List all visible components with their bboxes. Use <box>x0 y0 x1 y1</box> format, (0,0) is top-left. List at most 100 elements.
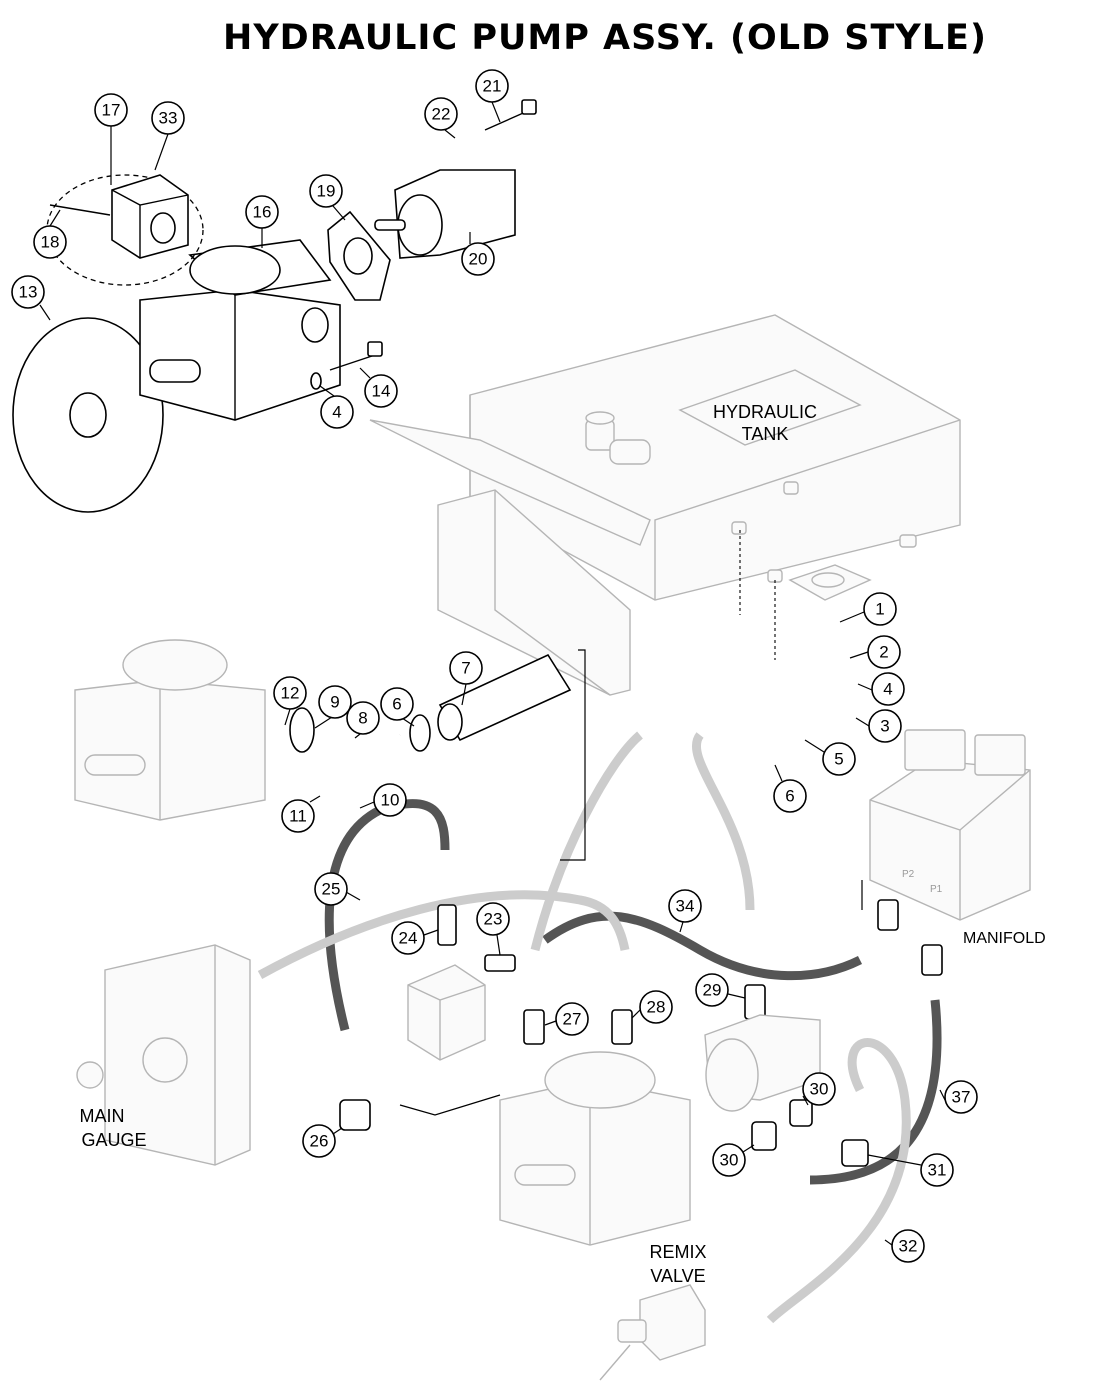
main-gauge-panel <box>76 944 251 1166</box>
svg-text:24: 24 <box>399 929 418 948</box>
pump-ghost-bottom <box>499 1051 691 1246</box>
gear-pump-top <box>374 169 516 259</box>
callout-6b: 6 <box>773 764 807 813</box>
svg-text:2: 2 <box>879 643 888 662</box>
callout-18: 18 <box>33 209 67 259</box>
callout-37: 37 <box>939 1080 978 1114</box>
callout-13: 13 <box>11 275 51 321</box>
hose-25 <box>324 799 450 1032</box>
svg-text:9: 9 <box>330 693 339 712</box>
callout-31: 31 <box>867 1153 954 1187</box>
callout-6a: 6 <box>380 687 415 727</box>
remix-valve-label-line1: REMIX <box>649 1242 706 1262</box>
gauge-hose <box>257 890 630 979</box>
svg-text:37: 37 <box>952 1088 971 1107</box>
port-p1-label: P1 <box>930 884 943 895</box>
svg-text:6: 6 <box>785 787 794 806</box>
callout-30b: 30 <box>712 1143 755 1177</box>
callout-5: 5 <box>804 739 856 776</box>
fitting-30a <box>789 1099 813 1127</box>
svg-text:29: 29 <box>703 981 722 1000</box>
diagram-title: HYDRAULIC PUMP ASSY. (OLD STYLE) <box>223 18 987 58</box>
manifold-label: MANIFOLD <box>963 930 1046 947</box>
fitting-28 <box>611 1009 633 1045</box>
callout-1: 1 <box>839 592 897 626</box>
pump-body <box>139 239 341 421</box>
hydraulic-tank <box>369 314 961 696</box>
svg-text:4: 4 <box>332 403 341 422</box>
svg-text:17: 17 <box>102 101 121 120</box>
svg-text:33: 33 <box>159 109 178 128</box>
svg-text:11: 11 <box>289 807 307 826</box>
callout-14: 14 <box>359 367 398 408</box>
clamp-6 <box>409 714 431 752</box>
callout-16: 16 <box>245 195 279 248</box>
hose-7 <box>437 653 572 742</box>
svg-text:21: 21 <box>483 77 502 96</box>
hose-34 <box>542 911 863 981</box>
svg-text:16: 16 <box>253 203 272 222</box>
callout-9: 9 <box>314 685 352 729</box>
svg-text:12: 12 <box>281 684 300 703</box>
svg-text:19: 19 <box>317 182 336 201</box>
callout-34: 34 <box>668 889 702 933</box>
gear-pump-ghost <box>704 1014 821 1112</box>
return-hose-right <box>691 732 755 911</box>
fitting-30b <box>751 1121 777 1151</box>
svg-text:34: 34 <box>676 897 695 916</box>
manifold-fitting-a <box>877 899 899 931</box>
callout-4a: 4 <box>319 385 354 429</box>
svg-text:14: 14 <box>372 382 391 401</box>
main-gauge-label-line2: GAUGE <box>81 1130 146 1150</box>
callout-23: 23 <box>476 902 510 956</box>
callout-8: 8 <box>346 701 380 739</box>
bolt-21 <box>484 99 537 131</box>
callout-20: 20 <box>461 232 495 276</box>
callout-21: 21 <box>475 69 509 123</box>
svg-text:31: 31 <box>928 1161 947 1180</box>
fitting-29 <box>744 984 766 1020</box>
svg-text:30: 30 <box>720 1151 739 1170</box>
callout-2: 2 <box>849 635 901 669</box>
svg-text:23: 23 <box>484 910 503 929</box>
callout-19: 19 <box>309 174 346 221</box>
svg-text:22: 22 <box>432 105 451 124</box>
svg-text:8: 8 <box>358 709 367 728</box>
svg-text:30: 30 <box>810 1080 829 1099</box>
svg-text:4: 4 <box>883 680 892 699</box>
remix-valve <box>599 1284 706 1381</box>
pump-ghost-left <box>74 639 266 821</box>
callout-12: 12 <box>273 676 307 726</box>
callout-29: 29 <box>695 973 746 1007</box>
fitting-24 <box>437 904 457 946</box>
svg-text:7: 7 <box>461 659 470 678</box>
filter-block-ghost <box>407 964 486 1061</box>
hose-32 <box>766 1038 911 1324</box>
callout-25: 25 <box>314 872 361 906</box>
manifold-ghost <box>869 729 1031 921</box>
svg-text:25: 25 <box>322 880 341 899</box>
svg-text:5: 5 <box>834 750 843 769</box>
svg-text:26: 26 <box>310 1132 329 1151</box>
callout-33: 33 <box>151 101 185 171</box>
svg-text:32: 32 <box>899 1237 918 1256</box>
remix-valve-label-line2: VALVE <box>650 1266 705 1286</box>
callout-7: 7 <box>449 651 483 706</box>
filter-block-assembly <box>46 174 204 286</box>
callout-3: 3 <box>855 709 902 743</box>
svg-text:1: 1 <box>875 600 884 619</box>
callout-17: 17 <box>94 93 128 185</box>
callout-4b: 4 <box>857 672 905 706</box>
fitting-31 <box>841 1139 869 1167</box>
fitting-27 <box>523 1009 545 1045</box>
svg-text:27: 27 <box>563 1010 582 1029</box>
svg-text:13: 13 <box>19 283 38 302</box>
callout-24: 24 <box>391 921 439 955</box>
fitting-23 <box>484 954 516 972</box>
callout-32: 32 <box>884 1229 925 1263</box>
callout-22: 22 <box>424 97 458 139</box>
fitting-26 <box>339 1099 371 1131</box>
svg-text:20: 20 <box>469 250 488 269</box>
callout-28: 28 <box>631 990 673 1024</box>
